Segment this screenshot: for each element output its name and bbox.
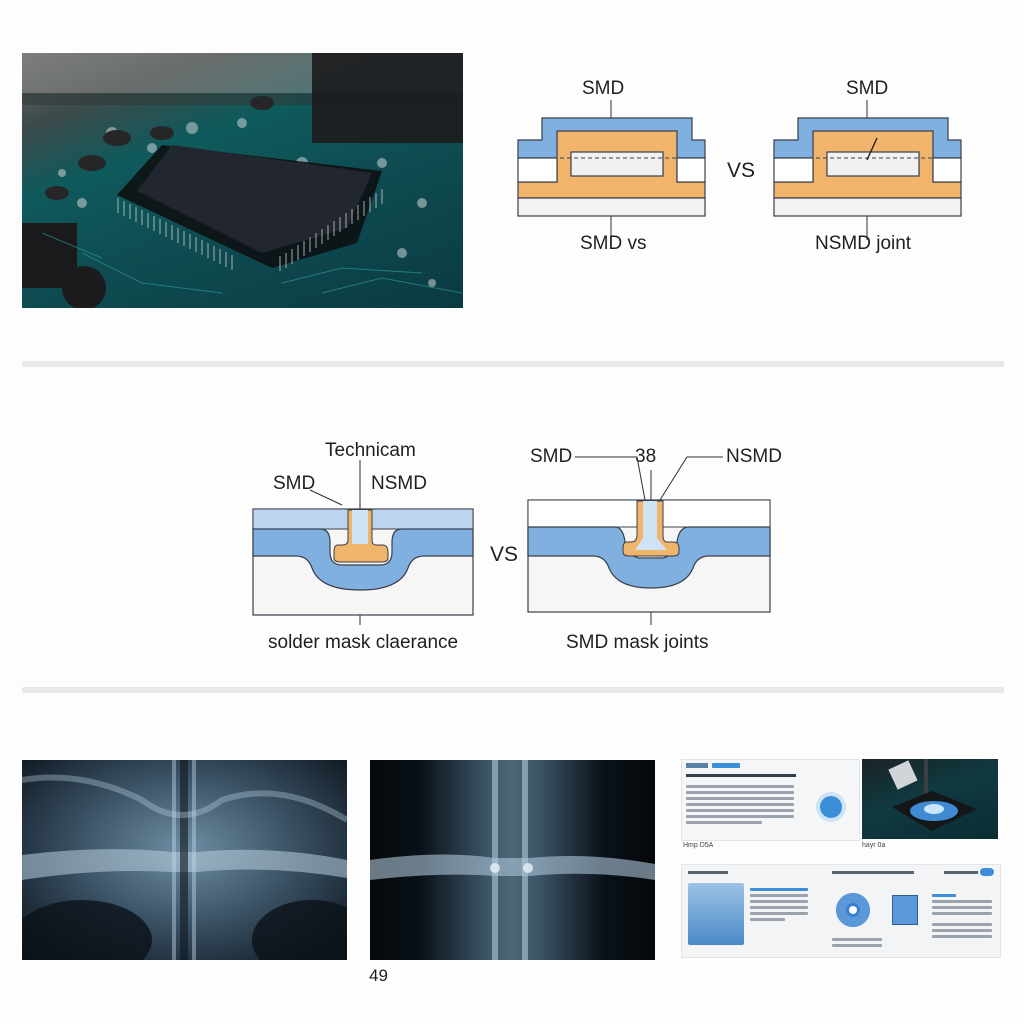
doc-card-top-caption: Hmp D5A <box>683 842 714 849</box>
mid-left-smd-label: SMD <box>273 473 316 494</box>
mid-right-nsmd-label: NSMD <box>726 446 782 467</box>
doc-card-bottom <box>681 864 1001 958</box>
pcb-illustration-icon <box>22 53 463 308</box>
top-left-diagram-title: SMD <box>582 78 625 99</box>
mid-right-joint-diagram <box>527 450 777 630</box>
disc-diagram <box>836 893 870 927</box>
laser-pcb-photo <box>862 759 998 839</box>
mid-left-joint-diagram <box>252 460 477 630</box>
mid-left-nsmd-label: NSMD <box>371 473 427 494</box>
top-right-diagram-title: SMD <box>846 78 889 99</box>
top-vs-label: VS <box>727 159 756 182</box>
mid-right-smd-label: SMD <box>530 446 573 467</box>
pcb-chip-photo <box>22 53 463 308</box>
xray-right-photo <box>370 760 655 960</box>
mid-right-caption: SMD mask joints <box>566 632 709 653</box>
top-right-pad-diagram <box>773 100 963 250</box>
section-divider <box>22 687 1004 693</box>
machine-diagram <box>892 895 918 925</box>
xray-left-photo <box>22 760 347 960</box>
mid-left-caption: solder mask claerance <box>268 632 459 653</box>
xray-right-caption: 49 <box>369 966 388 985</box>
mid-vs-label: VS <box>490 543 519 566</box>
section-divider <box>22 361 1004 367</box>
doc-blue-badge[interactable] <box>980 868 994 876</box>
top-left-diagram-caption: SMD vs <box>580 233 647 254</box>
doc-badge <box>712 763 740 768</box>
lab-photo <box>688 883 744 945</box>
doc-card-top <box>681 759 860 841</box>
doc-diagram-circle <box>820 796 842 818</box>
laser-photo-caption: hayr 0a <box>862 842 886 849</box>
top-right-diagram-caption: NSMD joint <box>815 233 912 254</box>
mid-left-top-label: Technicam <box>325 440 416 461</box>
mid-right-38-label: 38 <box>635 446 657 467</box>
top-left-pad-diagram <box>517 100 707 250</box>
